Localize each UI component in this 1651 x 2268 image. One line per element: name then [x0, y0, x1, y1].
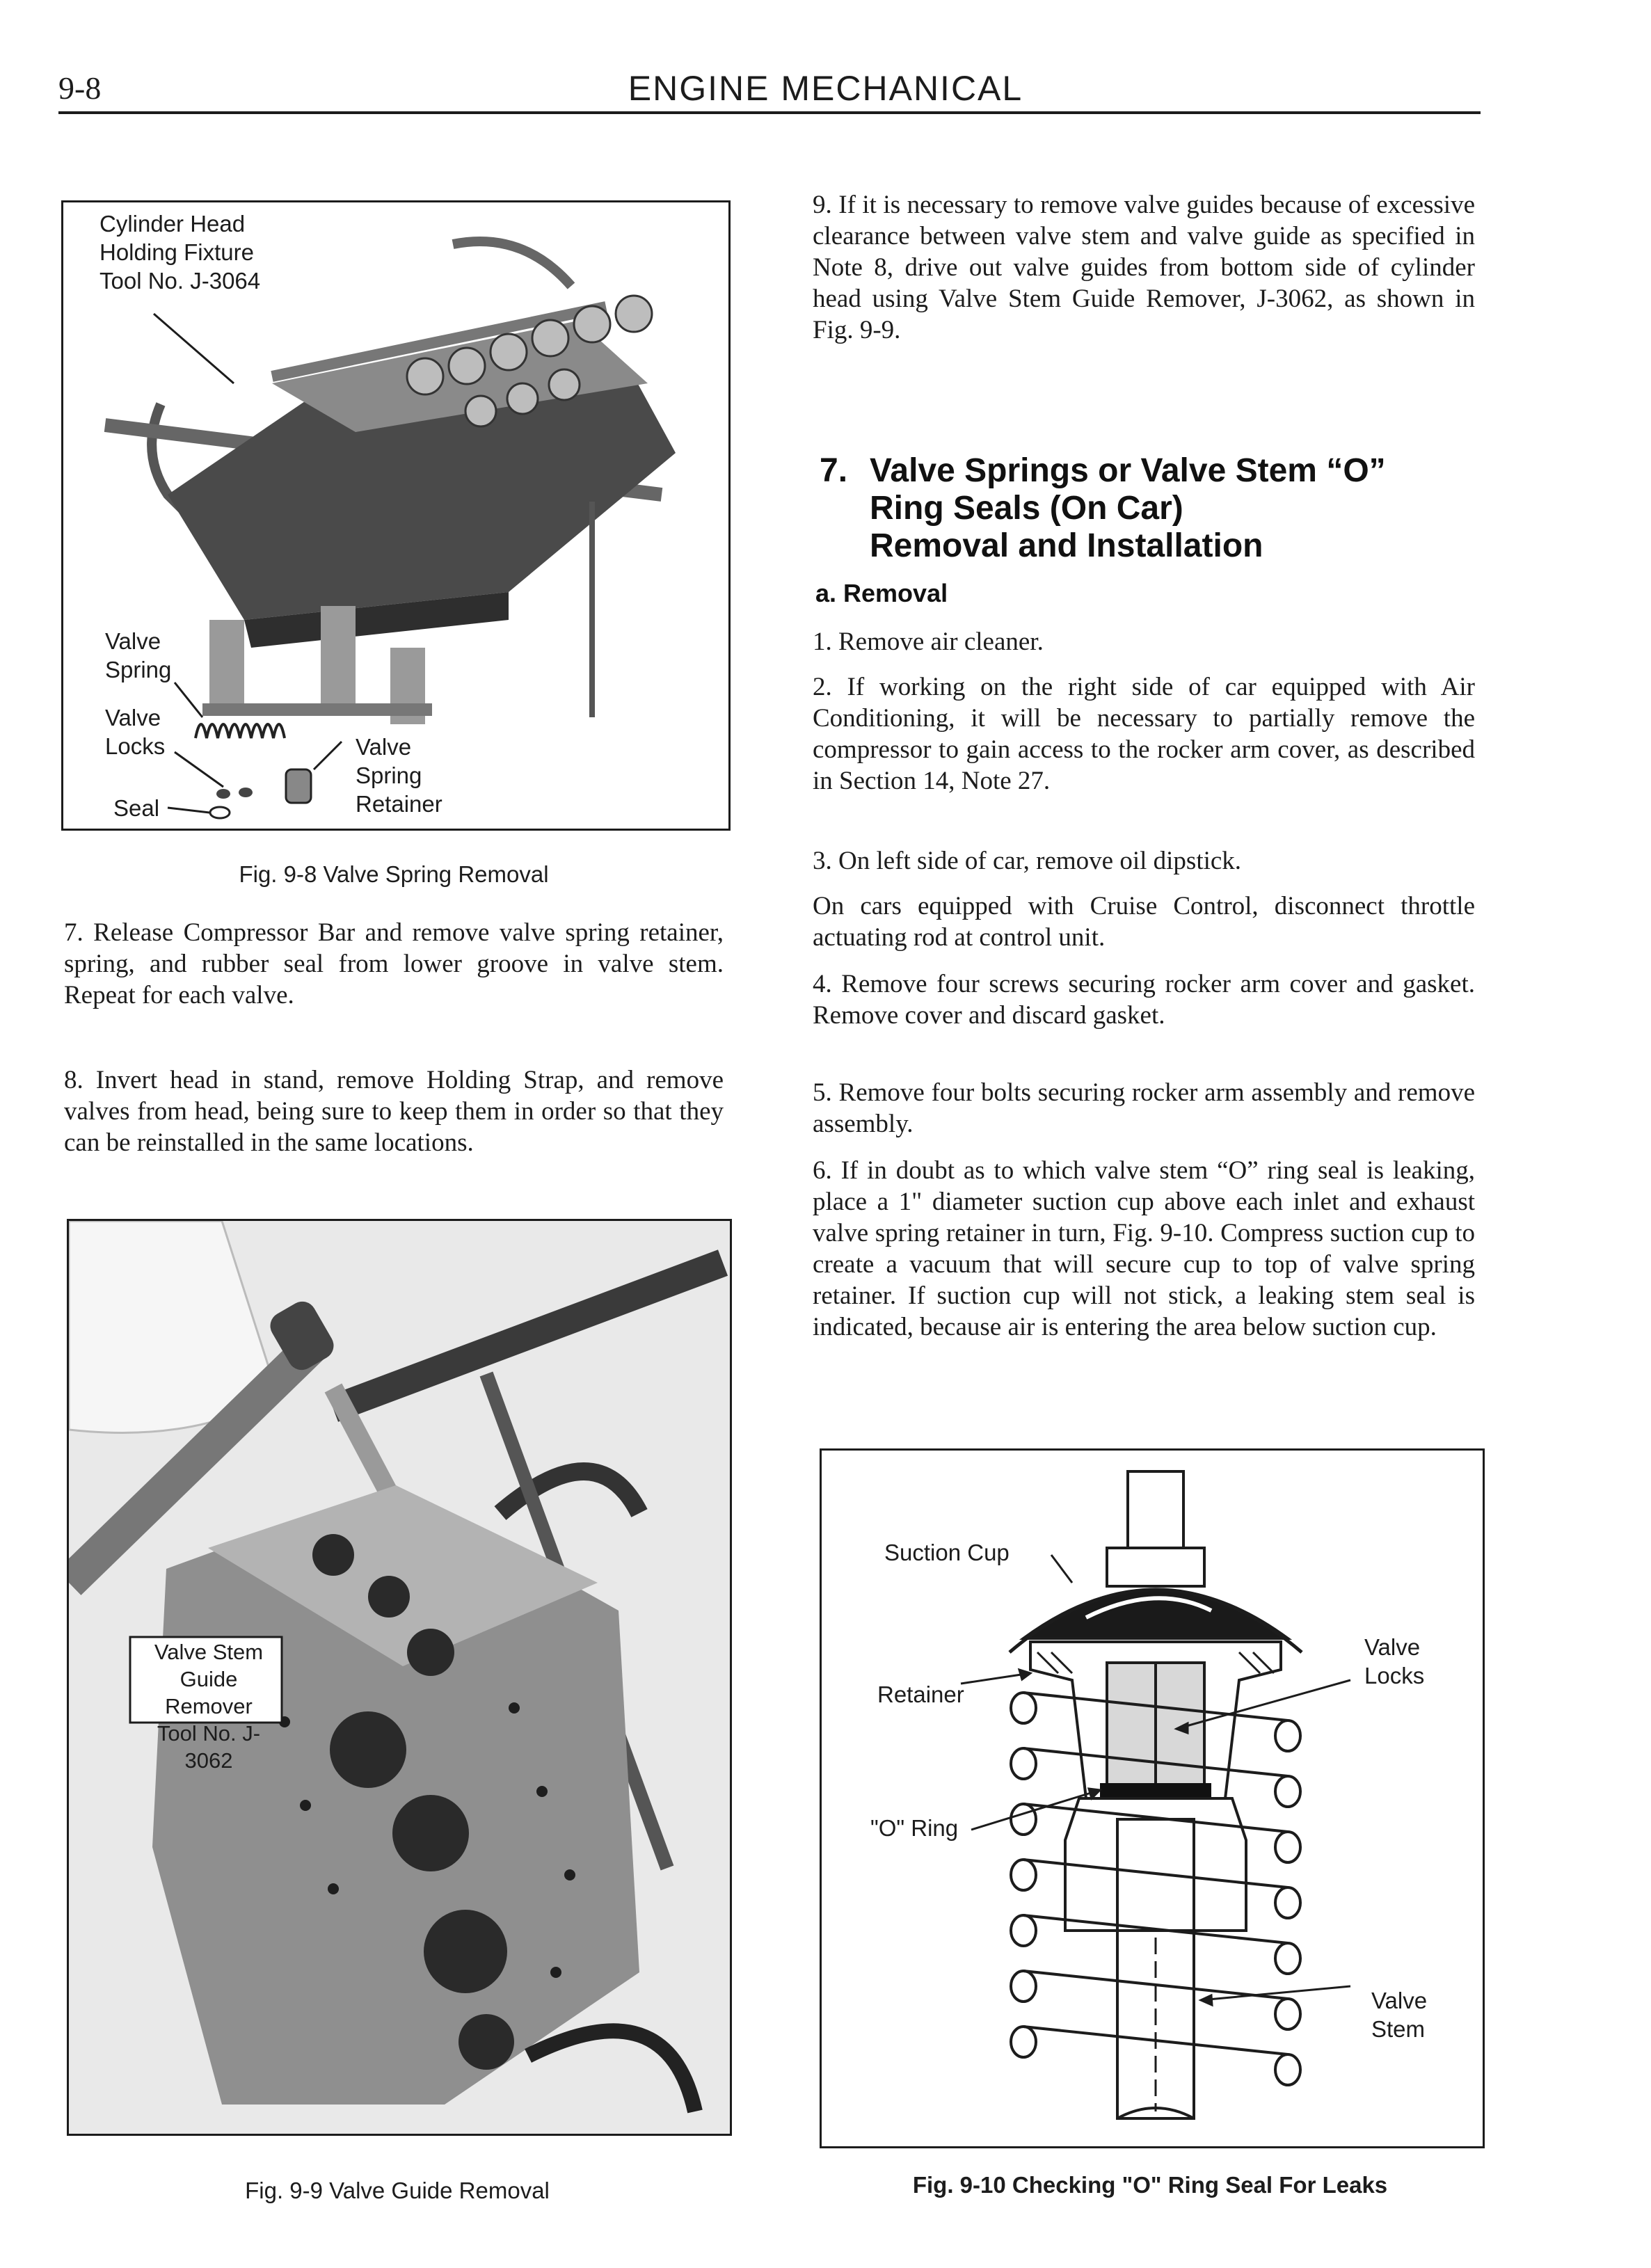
removal-step-5: 5. Remove four bolts securing rocker arm…: [813, 1078, 1475, 1138]
removal-step-6: 6. If in doubt as to which valve stem “O…: [813, 1156, 1475, 1341]
cruise-control-note: On cars equipped with Cruise Control, di…: [813, 892, 1475, 952]
callout-holding-fixture: Cylinder Head Holding Fixture Tool No. J…: [99, 211, 261, 294]
callout-guide-remover-tool: Valve Stem Guide Remover Tool No. J-3062: [154, 1640, 264, 1773]
figure-9-8-caption: Fig. 9-8 Valve Spring Removal: [239, 861, 549, 887]
callout-valve-spring: Valve Spring: [105, 628, 172, 682]
section-7-heading: 7. Valve Springs or Valve Stem “O” Ring …: [820, 452, 1543, 570]
callout-o-ring: "O" Ring: [870, 1815, 959, 1841]
figure-9-8: Cylinder Head Holding Fixture Tool No. J…: [61, 200, 731, 831]
page-title: ENGINE MECHANICAL: [628, 69, 1023, 108]
callout-valve-locks: Valve Locks: [1364, 1634, 1425, 1688]
step-8-paragraph: 8. Invert head in stand, remove Holding …: [64, 1066, 724, 1157]
figure-9-9-caption: Fig. 9-9 Valve Guide Removal: [245, 2178, 550, 2203]
removal-step-4: 4. Remove four screws securing rocker ar…: [813, 970, 1475, 1030]
step-7-paragraph: 7. Release Compressor Bar and remove val…: [64, 918, 724, 1009]
callout-valve-locks: Valve Locks: [105, 705, 166, 759]
callout-valve-stem: Valve Stem: [1371, 1988, 1428, 2042]
removal-subheading: a. Removal: [815, 579, 948, 607]
section-number: 7.: [820, 452, 848, 489]
removal-step-1: 1. Remove air cleaner.: [813, 628, 1044, 656]
callout-seal: Seal: [113, 795, 160, 821]
callout-retainer: Retainer: [877, 1682, 964, 1707]
figure-9-10: Suction Cup Retainer "O" Ring Valve Lock…: [820, 1448, 1485, 2148]
figure-9-9: Valve Stem Guide Remover Tool No. J-3062: [67, 1219, 732, 2136]
suction-cup-diagram: [960, 1470, 1351, 2120]
removal-step-3: 3. On left side of car, remove oil dipst…: [813, 847, 1242, 875]
removal-step-2: 2. If working on the right side of car e…: [813, 673, 1475, 795]
header-rule: [58, 111, 1481, 114]
valve-guide-removal-photo: [69, 1221, 730, 2134]
page-number: 9-8: [58, 70, 102, 106]
cylinder-head-fixture-photo: [104, 237, 676, 820]
figure-9-10-caption: Fig. 9-10 Checking "O" Ring Seal For Lea…: [912, 2172, 1388, 2198]
section-title: Valve Springs or Valve Stem “O” Ring Sea…: [870, 452, 1386, 564]
step-9-paragraph: 9. If it is necessary to remove valve gu…: [813, 191, 1475, 344]
callout-valve-spring-retainer: Valve Spring Retainer: [356, 734, 442, 817]
callout-suction-cup: Suction Cup: [884, 1540, 1010, 1565]
